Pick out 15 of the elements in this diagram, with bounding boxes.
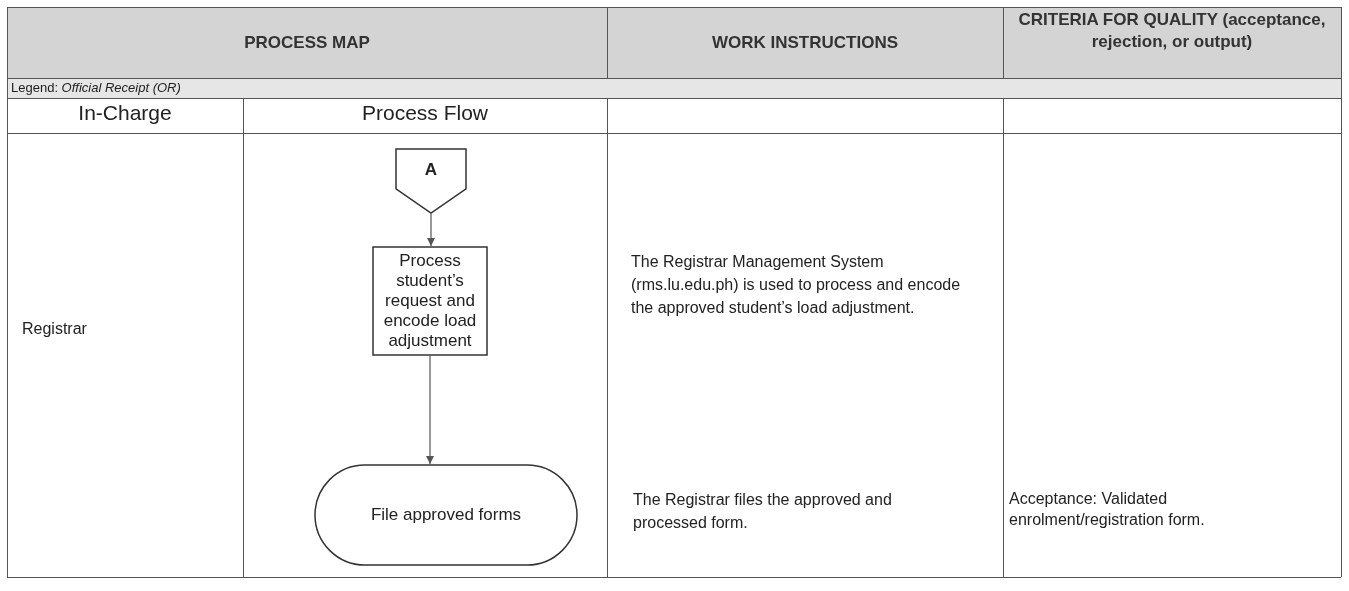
legend-note: Legend: Official Receipt (OR) — [11, 80, 181, 95]
instruction-text: The Registrar Management System (rms.lu.edu.ph) is used to process and encode the approved student’s load adjustment. — [631, 252, 962, 318]
column-header: CRITERIA FOR QUALITY (acceptance, rejection, or output) — [1017, 9, 1327, 53]
column-header: Process Flow — [361, 101, 489, 125]
role-text: Registrar — [22, 320, 87, 338]
arrow — [425, 355, 435, 465]
off-page-connector: A — [395, 148, 467, 214]
criteria-text: Acceptance: Validated enrolment/registration form. — [1009, 489, 1206, 530]
instruction-text: The Registrar files the approved and processed form. — [633, 490, 893, 533]
process-box: Process student’s request and encode load adjustment — [372, 246, 488, 356]
column-header: In-Charge — [77, 101, 173, 125]
terminator-shape: File approved forms — [314, 464, 578, 566]
column-header: PROCESS MAP — [243, 31, 371, 54]
column-header: WORK INSTRUCTIONS — [710, 31, 899, 54]
arrow — [426, 213, 436, 247]
